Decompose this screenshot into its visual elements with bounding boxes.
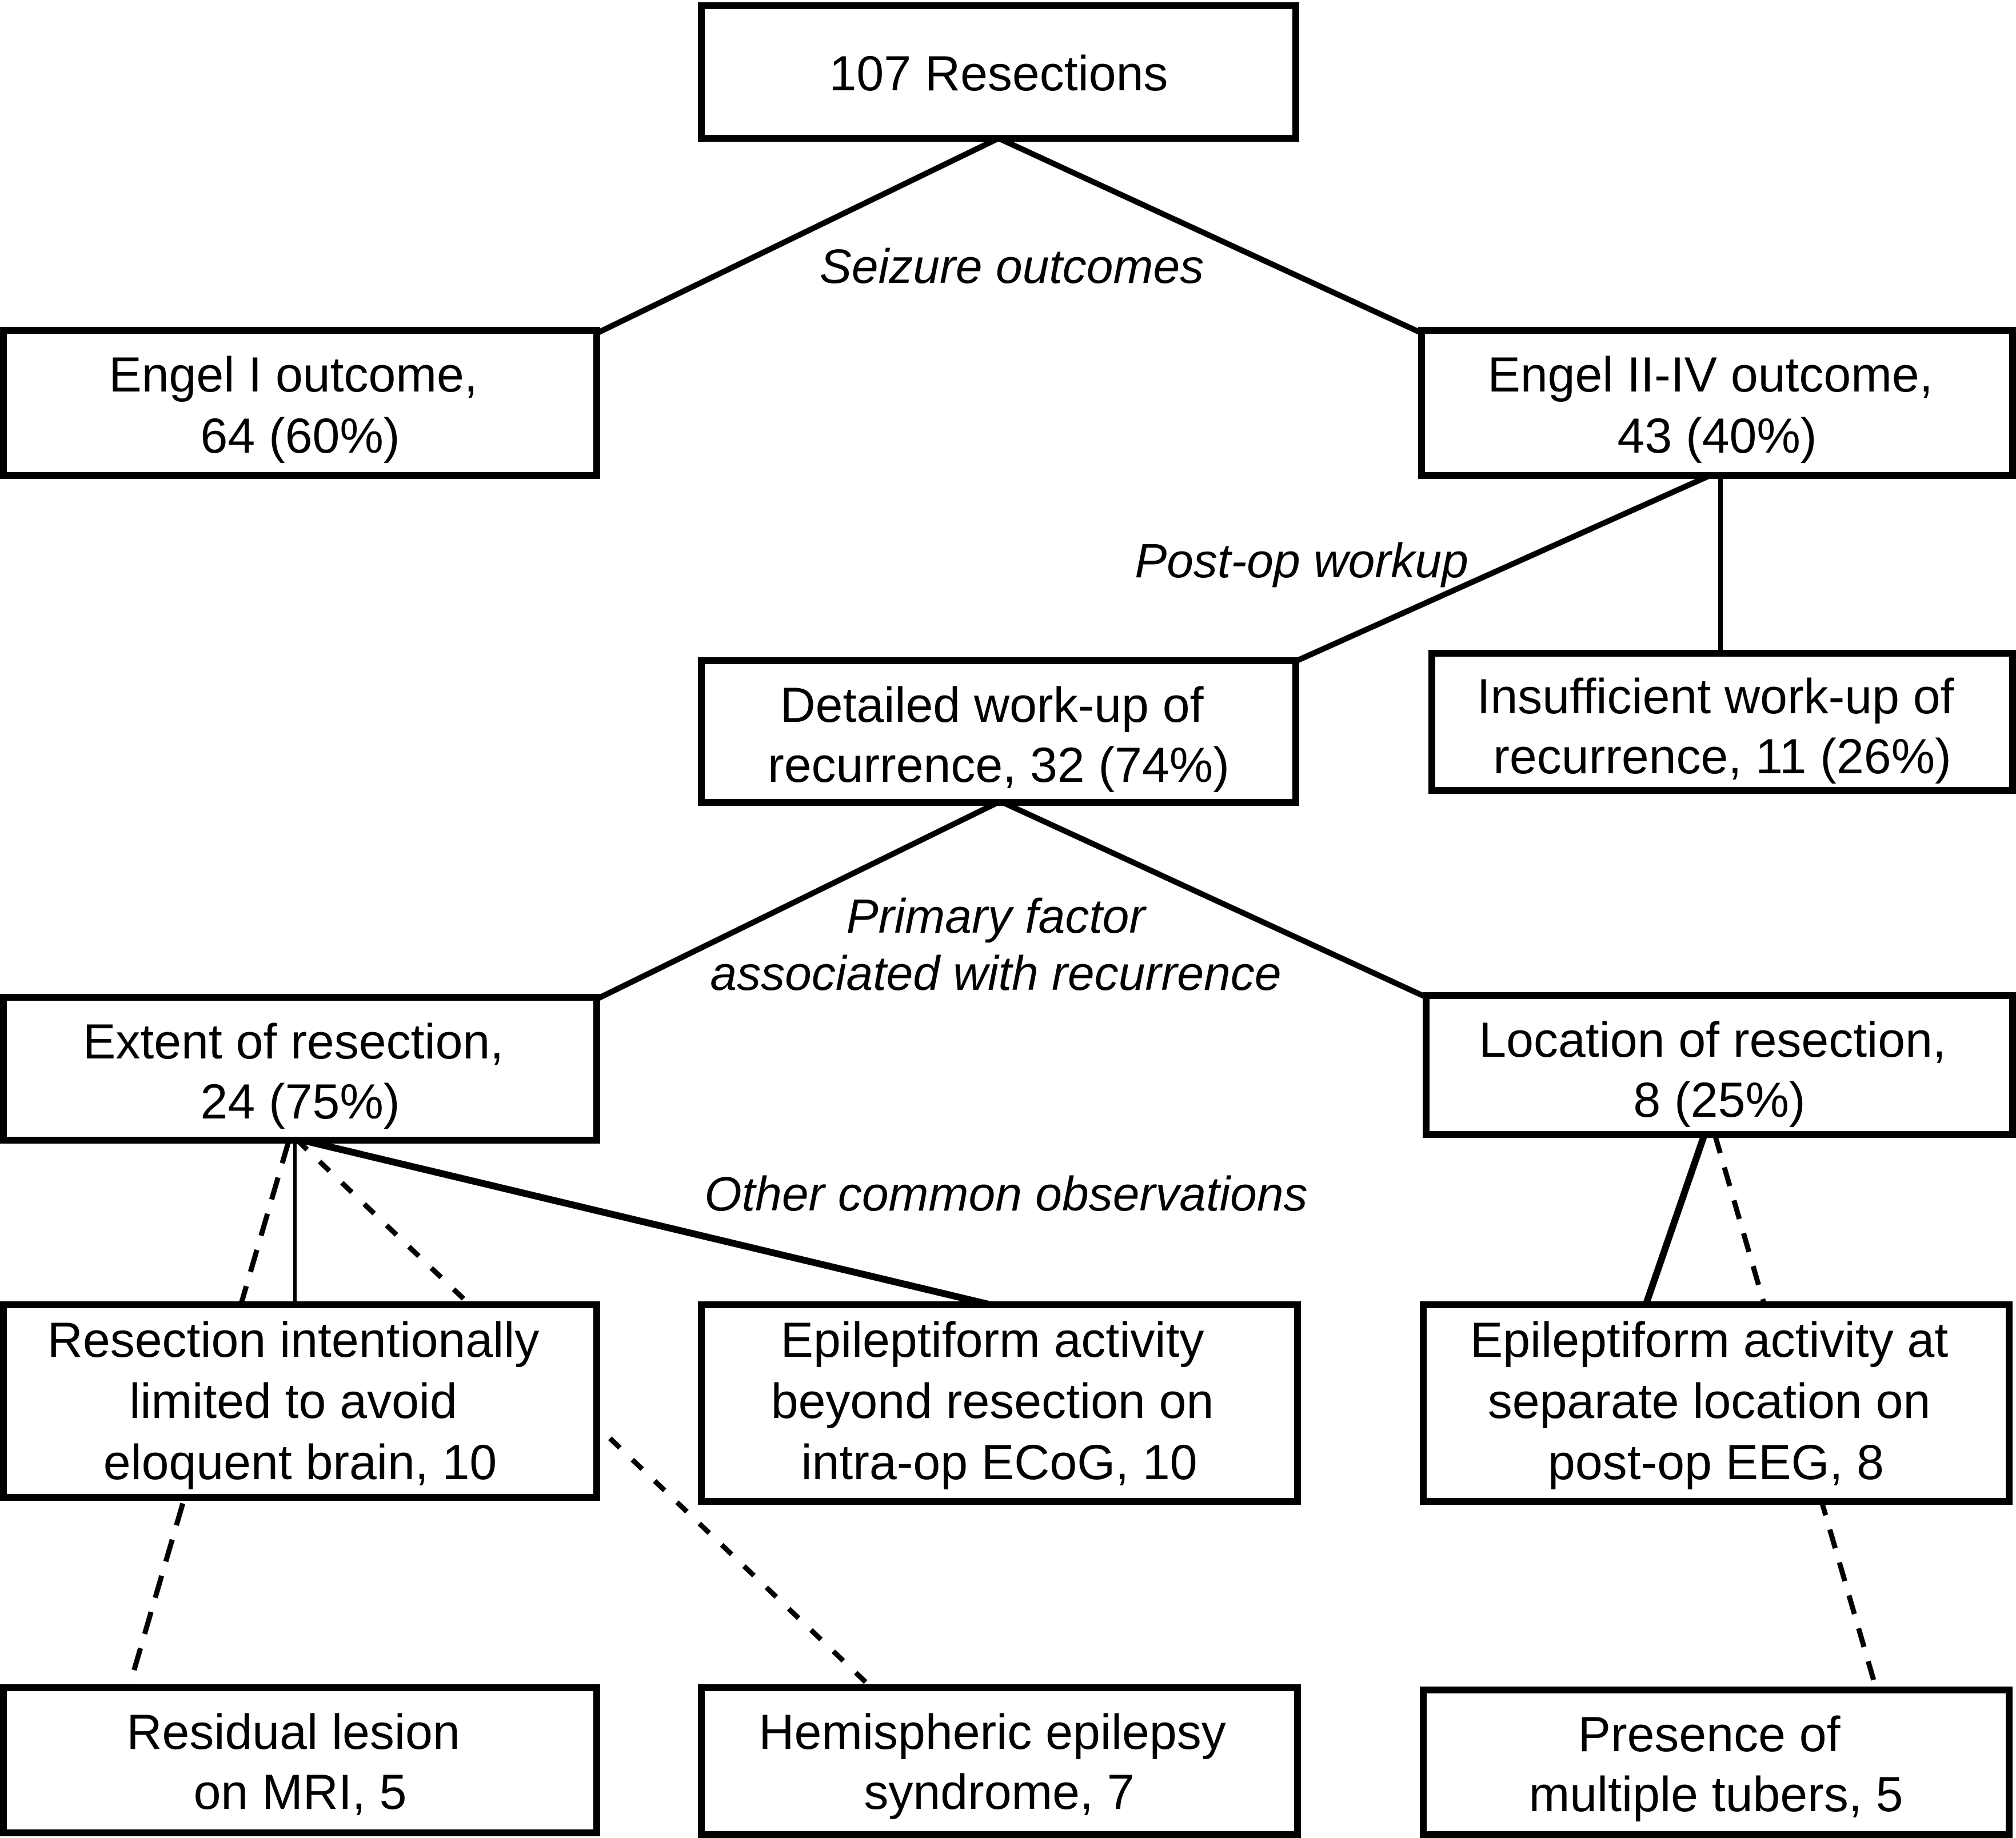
node-insufficient-workup-label: Insufficient work-up of recurrence, 11 (… bbox=[1477, 669, 1968, 784]
node-text-line: 8 (25%) bbox=[1633, 1073, 1805, 1128]
node-resections-label: 107 Resections bbox=[829, 46, 1168, 101]
node-resections-box bbox=[698, 2, 1299, 142]
node-text-line: Extent of resection, bbox=[83, 1014, 504, 1069]
label-post-op-workup: Post-op workup bbox=[1135, 534, 1468, 588]
node-text-line: Epileptiform activity at bbox=[1470, 1313, 1949, 1368]
node-extent-box bbox=[0, 994, 600, 1144]
node-engel-ii-iv: Engel II-IV outcome, 43 (40%) bbox=[1418, 327, 2016, 479]
node-text-line: Detailed work-up of bbox=[780, 678, 1204, 733]
node-tubers: Presence of multiple tubers, 5 bbox=[1420, 1687, 2013, 1838]
node-detailed-workup-label: Detailed work-up of recurrence, 32 (74%) bbox=[768, 678, 1229, 793]
node-resection-limited-label: Resection intentionally limited to avoid… bbox=[47, 1313, 553, 1490]
node-residual-box bbox=[0, 1684, 600, 1836]
node-text-line: Resection intentionally bbox=[47, 1313, 540, 1368]
node-insufficient-workup-box bbox=[1428, 650, 2016, 794]
edge-detailed-to-extent bbox=[593, 798, 1002, 1003]
node-text-line: Presence of bbox=[1578, 1707, 1841, 1762]
node-engel-ii-iv-label: Engel II-IV outcome, 43 (40%) bbox=[1487, 347, 1946, 464]
node-engel-i-label: Engel I outcome, 64 (60%) bbox=[109, 347, 491, 464]
label-primary-factor-line2: associated with recurrence bbox=[710, 946, 1281, 1000]
label-other-observations: Other common observations bbox=[704, 1167, 1307, 1221]
node-text-line: Engel I outcome, bbox=[109, 347, 477, 402]
edge-extent-to-ecog bbox=[296, 1136, 1001, 1310]
node-text-line: 43 (40%) bbox=[1618, 409, 1817, 464]
node-text-line: recurrence, 11 (26%) bbox=[1493, 729, 1951, 784]
node-resection-limited: Resection intentionally limited to avoid… bbox=[0, 1301, 600, 1501]
edge-detailed-to-location bbox=[999, 798, 1431, 1001]
node-ecog: Epileptiform activity beyond resection o… bbox=[698, 1301, 1301, 1505]
node-text-line: Insufficient work-up of bbox=[1477, 669, 1955, 724]
node-extent-label: Extent of resection, 24 (75%) bbox=[83, 1014, 517, 1129]
node-text-line: Residual lesion bbox=[126, 1705, 460, 1760]
edge-engel-ii-iv-to-detailed bbox=[1290, 472, 1714, 666]
node-text-line: post-op EEG, 8 bbox=[1548, 1435, 1884, 1490]
node-hemispheric-box bbox=[698, 1684, 1301, 1838]
node-eeg: Epileptiform activity at separate locati… bbox=[1420, 1301, 2013, 1505]
node-text-line: Hemispheric epilepsy bbox=[759, 1705, 1225, 1760]
node-text-line: recurrence, 32 (74%) bbox=[768, 738, 1229, 793]
edge-location-to-eeg bbox=[1642, 1133, 1708, 1308]
node-text-line: separate location on bbox=[1488, 1374, 1931, 1429]
label-primary-factor-line1: Primary factor bbox=[847, 889, 1147, 943]
edge-labels: Seizure outcomes Post-op workup Primary … bbox=[704, 239, 1468, 1221]
node-eeg-box bbox=[1420, 1301, 2013, 1505]
node-resections: 107 Resections bbox=[698, 2, 1299, 142]
node-extent: Extent of resection, 24 (75%) bbox=[0, 994, 600, 1144]
node-engel-ii-iv-box bbox=[1418, 327, 2016, 479]
node-hemispheric-label: Hemispheric epilepsy syndrome, 7 bbox=[759, 1705, 1239, 1820]
label-seizure-outcomes: Seizure outcomes bbox=[820, 239, 1204, 293]
node-residual-label: Residual lesion on MRI, 5 bbox=[126, 1705, 473, 1820]
node-ecog-box bbox=[698, 1301, 1301, 1505]
node-text-line: on MRI, 5 bbox=[194, 1765, 407, 1820]
node-text-line: limited to avoid bbox=[129, 1374, 457, 1429]
node-location-label: Location of resection, 8 (25%) bbox=[1479, 1013, 1959, 1128]
node-text-line: eloquent brain, 10 bbox=[103, 1435, 497, 1490]
edge-dashed-extent-to-hemispheric bbox=[295, 1138, 877, 1693]
node-detailed-workup-box bbox=[698, 657, 1299, 806]
node-location: Location of resection, 8 (25%) bbox=[1423, 992, 2016, 1138]
node-text-line: 64 (60%) bbox=[201, 409, 400, 464]
node-engel-i: Engel I outcome, 64 (60%) bbox=[0, 327, 600, 479]
node-text-line: beyond resection on bbox=[771, 1374, 1214, 1429]
node-hemispheric: Hemispheric epilepsy syndrome, 7 bbox=[698, 1684, 1301, 1838]
node-text-line: 107 Resections bbox=[829, 46, 1168, 101]
node-text-line: 24 (75%) bbox=[201, 1074, 400, 1129]
node-ecog-label: Epileptiform activity beyond resection o… bbox=[771, 1313, 1227, 1490]
node-eeg-label: Epileptiform activity at separate locati… bbox=[1470, 1313, 1962, 1490]
node-location-box bbox=[1423, 992, 2016, 1138]
node-resection-limited-box bbox=[0, 1301, 600, 1501]
node-tubers-label: Presence of multiple tubers, 5 bbox=[1529, 1707, 1903, 1822]
edge-resections-to-engel-ii-iv bbox=[997, 135, 1426, 337]
node-text-line: Location of resection, bbox=[1479, 1013, 1946, 1068]
node-detailed-workup: Detailed work-up of recurrence, 32 (74%) bbox=[698, 657, 1299, 806]
node-text-line: intra-op ECoG, 10 bbox=[801, 1435, 1197, 1490]
node-engel-i-box bbox=[0, 327, 600, 479]
node-text-line: multiple tubers, 5 bbox=[1529, 1767, 1903, 1822]
node-text-line: syndrome, 7 bbox=[864, 1765, 1134, 1820]
node-insufficient-workup: Insufficient work-up of recurrence, 11 (… bbox=[1428, 650, 2016, 794]
node-text-line: Engel II-IV outcome, bbox=[1487, 347, 1933, 402]
node-tubers-box bbox=[1420, 1687, 2013, 1838]
node-residual: Residual lesion on MRI, 5 bbox=[0, 1684, 600, 1836]
edge-resections-to-engel-i bbox=[593, 135, 1000, 337]
node-text-line: Epileptiform activity bbox=[781, 1313, 1204, 1368]
